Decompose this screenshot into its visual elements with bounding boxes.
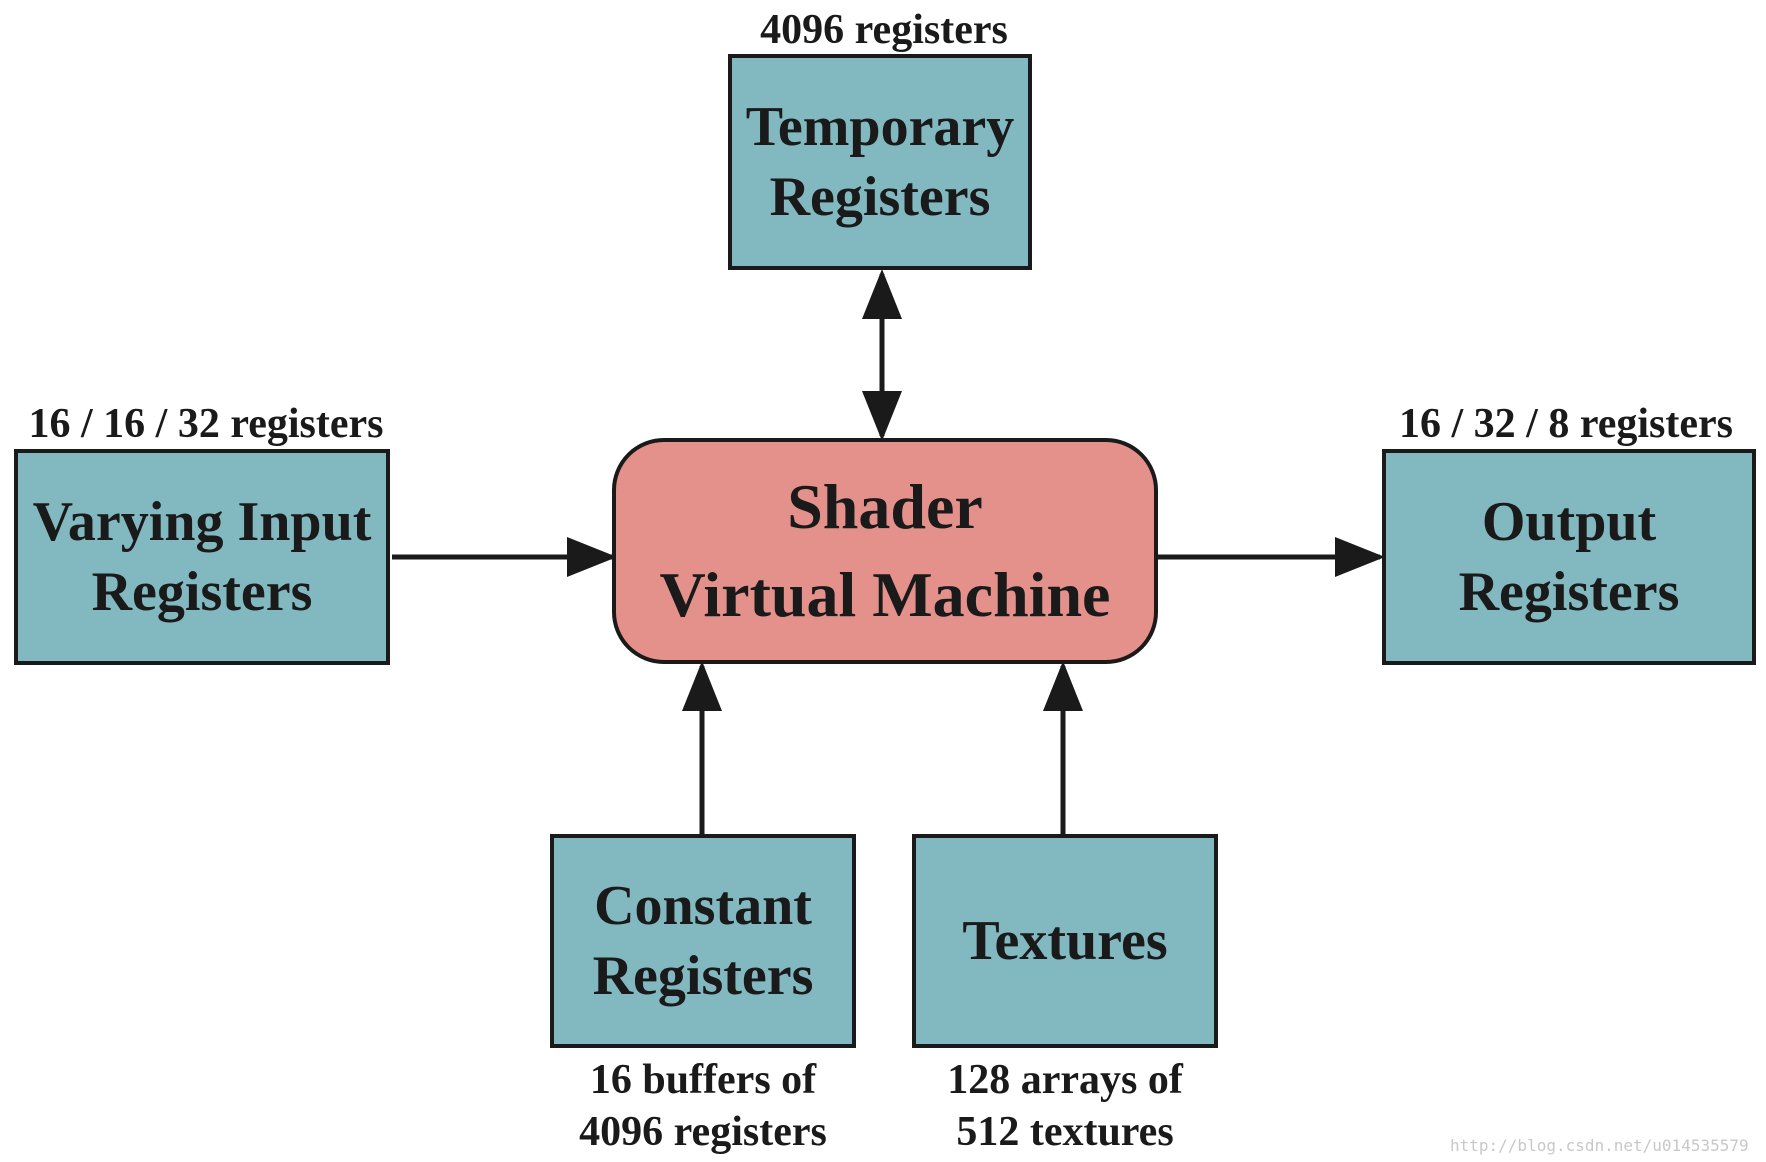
varying-label-line-1: Varying Input <box>32 491 372 553</box>
varying-label-line-2: Registers <box>91 561 313 623</box>
constant-caption: 16 buffers of 4096 registers <box>540 1054 866 1158</box>
constant-registers-node: Constant Registers <box>550 834 856 1048</box>
output-registers-node: Output Registers <box>1382 449 1756 665</box>
textures-caption-line-2: 512 textures <box>956 1109 1174 1155</box>
constant-caption-line-2: 4096 registers <box>579 1109 827 1155</box>
output-caption-line: 16 / 32 / 8 registers <box>1399 401 1733 447</box>
output-caption: 16 / 32 / 8 registers <box>1376 398 1756 450</box>
shader-virtual-machine-node: Shader Virtual Machine <box>612 438 1158 664</box>
constant-label-line-2: Registers <box>592 945 814 1007</box>
watermark-url: http://blog.csdn.net/u014535579 <box>1450 1136 1749 1155</box>
output-label-line-1: Output <box>1481 491 1657 553</box>
temporary-registers-node: Temporary Registers <box>728 54 1032 270</box>
temporary-caption: 4096 registers <box>706 4 1062 56</box>
varying-caption: 16 / 16 / 32 registers <box>4 398 408 450</box>
constant-caption-line-1: 16 buffers of <box>589 1057 817 1103</box>
constant-label-line-1: Constant <box>594 875 812 937</box>
varying-input-registers-node: Varying Input Registers <box>14 449 390 665</box>
textures-label-line-1: Textures <box>962 910 1168 972</box>
textures-caption-line-1: 128 arrays of <box>947 1057 1183 1103</box>
temporary-caption-line: 4096 registers <box>760 7 1008 53</box>
output-label-line-2: Registers <box>1458 561 1680 623</box>
textures-node: Textures <box>912 834 1218 1048</box>
varying-caption-line: 16 / 16 / 32 registers <box>28 401 384 447</box>
temporary-label-line-2: Registers <box>769 166 991 228</box>
shader-label-line-2: Virtual Machine <box>659 559 1111 630</box>
shader-label-line-1: Shader <box>787 471 983 542</box>
temporary-label-line-1: Temporary <box>745 96 1015 158</box>
textures-caption: 128 arrays of 512 textures <box>902 1054 1228 1158</box>
